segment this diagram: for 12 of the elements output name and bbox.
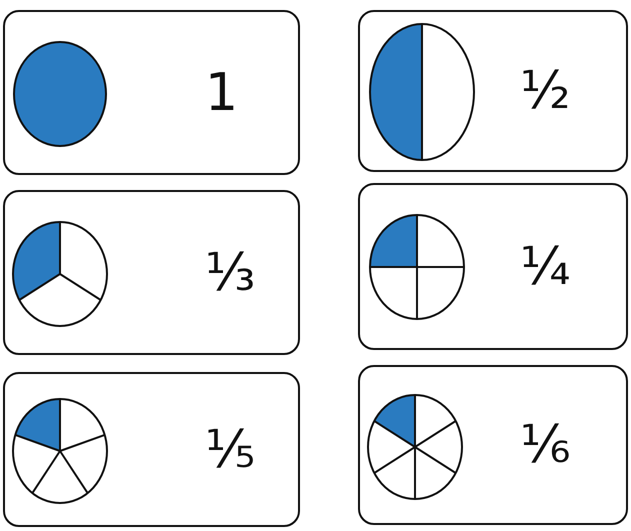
fraction-card xyxy=(3,10,300,175)
fraction-text: ¼ xyxy=(520,240,570,292)
fraction-card xyxy=(358,365,628,525)
fraction-card xyxy=(358,183,628,350)
fraction-text: 1 xyxy=(205,66,238,118)
fraction-card xyxy=(358,10,628,172)
fraction-text: ⅙ xyxy=(520,419,570,471)
fraction-text: ½ xyxy=(520,65,570,117)
fraction-text: ⅕ xyxy=(205,424,256,476)
fraction-card xyxy=(3,190,300,355)
fraction-card xyxy=(3,372,300,527)
fraction-text: ⅓ xyxy=(205,246,256,298)
